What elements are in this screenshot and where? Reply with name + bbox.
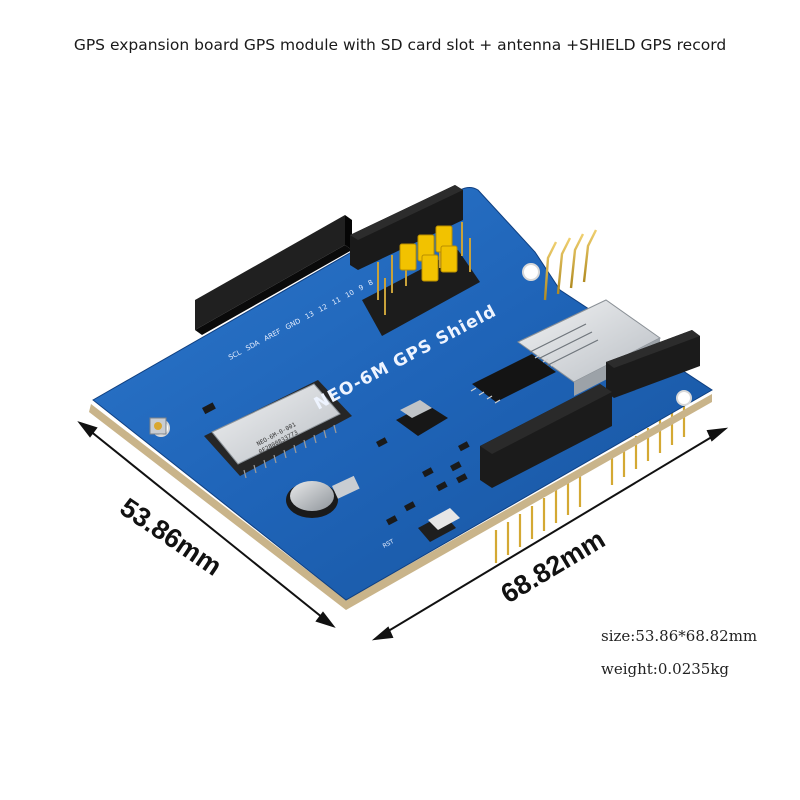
length-dimension-label: 68.82mm (496, 524, 611, 609)
header-top (350, 185, 463, 270)
voltage-regulator (396, 400, 448, 436)
ic-chip (470, 354, 557, 404)
header-front (480, 384, 612, 488)
angled-pins (543, 229, 598, 301)
width-dimension-arrow (77, 421, 336, 628)
gps-module (204, 380, 352, 479)
smd-components (202, 402, 470, 526)
pin-labels: SCL SDA AREF GND 13 12 11 10 9 8 (227, 278, 374, 361)
length-dimension-arrow (371, 427, 729, 641)
coin-cell (286, 475, 360, 518)
product-title: GPS expansion board GPS module with SD c… (73, 36, 727, 54)
pin-block (362, 222, 480, 336)
jumper-caps (399, 225, 458, 282)
spec-weight: weight:0.0235kg (601, 660, 730, 678)
spec-size: size:53.86*68.82mm (601, 627, 758, 645)
width-dimension-label: 53.86mm (115, 492, 228, 582)
pcb-edge (89, 394, 712, 610)
antenna-connector (149, 417, 167, 435)
reset-button (418, 508, 460, 542)
header-right (606, 330, 700, 398)
rst-label: RST (382, 538, 396, 550)
header-left (195, 215, 352, 335)
